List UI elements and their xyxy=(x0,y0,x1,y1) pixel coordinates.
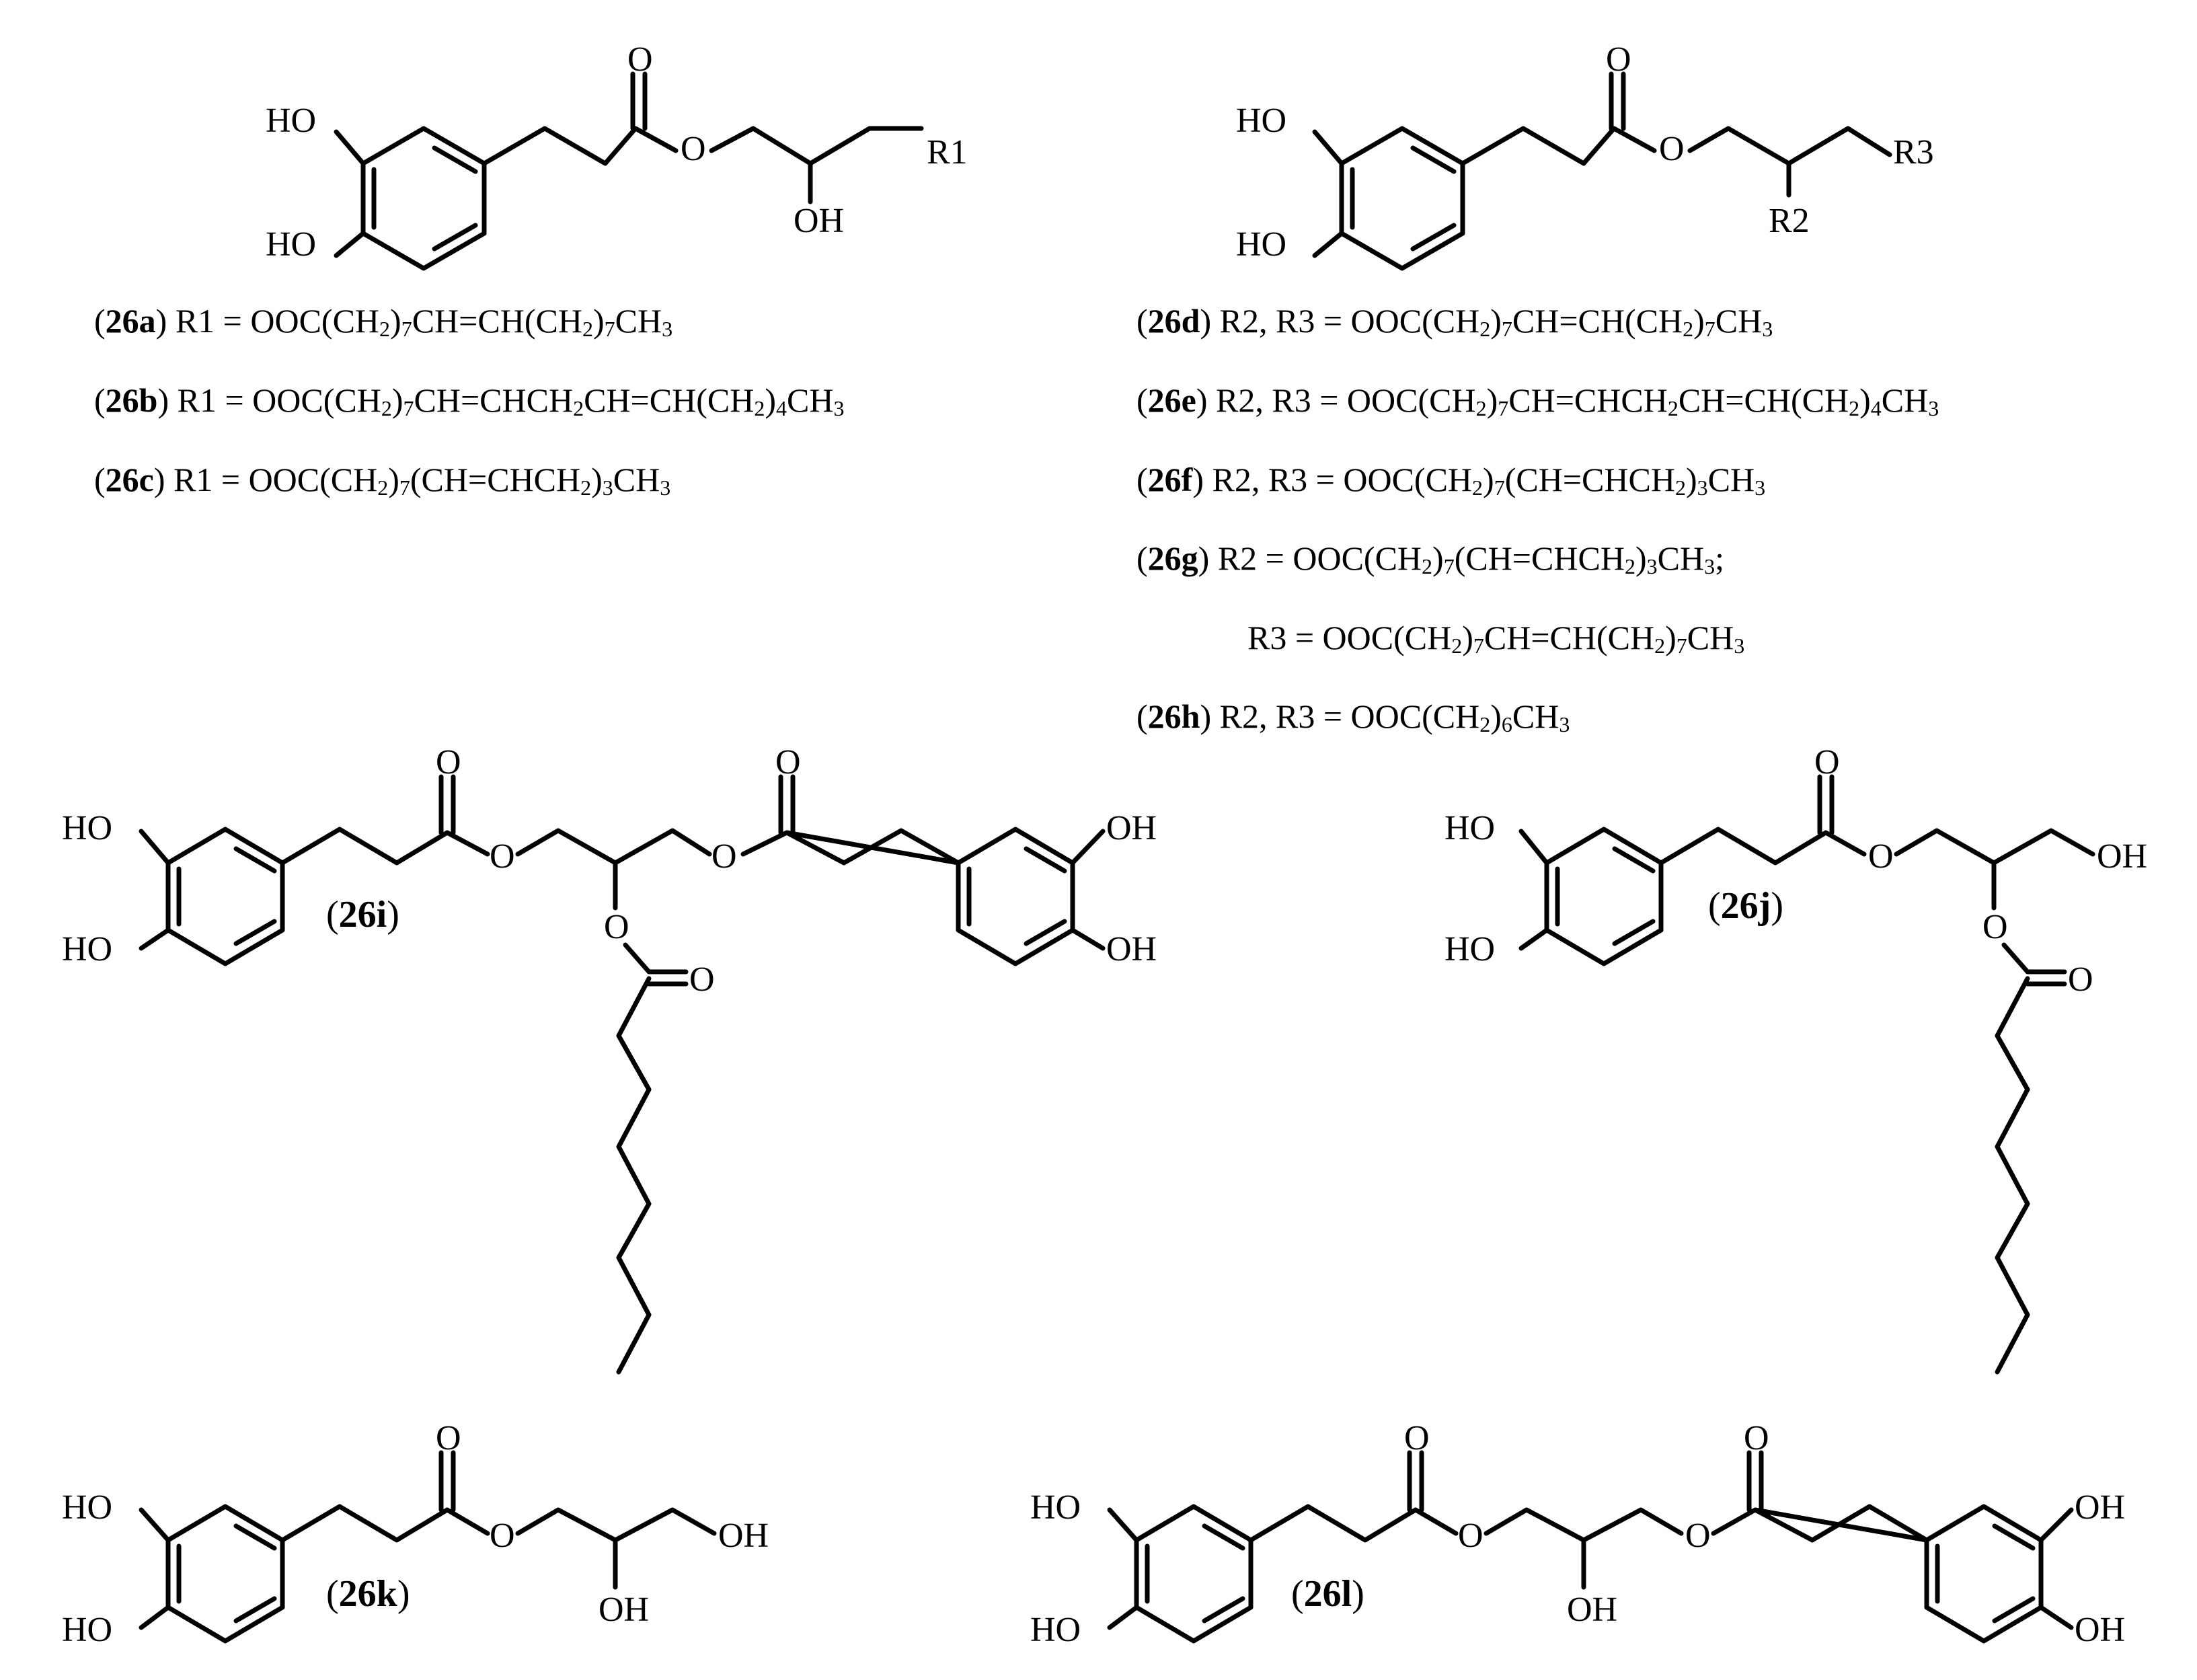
compound-label-open: ( xyxy=(326,1573,339,1615)
compound-label-open: ( xyxy=(1291,1573,1304,1615)
compound-label-close: ) xyxy=(387,894,399,936)
carbonyl-oxygen-label: O xyxy=(689,960,715,999)
ester-oxygen-label: O xyxy=(490,1517,515,1555)
hydroxyl-label: OH xyxy=(794,202,844,240)
hydroxyl-terminal-label: OH xyxy=(718,1517,769,1555)
ester-oxygen-label: O xyxy=(711,837,737,876)
hydroxyl-label: OH xyxy=(1567,1591,1617,1629)
hydroxyl-bottom-label: HO xyxy=(62,930,112,968)
legend-26g-r3: R3 = OOC(CH2)7CH=CH(CH2)7CH3 xyxy=(1247,619,1745,658)
hydroxyl-bottom-label: HO xyxy=(62,1611,112,1649)
legend-26g: (26g) R2 = OOC(CH2)7(CH=CHCH2)3CH3; xyxy=(1136,539,1724,578)
compound-label-26l: (26l) xyxy=(1291,1573,1364,1615)
structure-26d-h: HO HO O O R3 R2 xyxy=(1236,40,1934,271)
hydroxyl-right-top-label: OH xyxy=(1106,809,1157,847)
compound-label-close: ) xyxy=(1352,1573,1364,1615)
bond xyxy=(1107,1450,2074,1644)
carbonyl-oxygen-label: O xyxy=(436,743,461,781)
compound-id: 26g xyxy=(1147,539,1198,577)
compound-id: 26b xyxy=(105,381,158,419)
structure-26i: HO HO O O O O OH OH O O (26i) xyxy=(62,743,1157,1375)
compound-id: 26k xyxy=(339,1573,398,1615)
carbonyl-oxygen-label: O xyxy=(1606,40,1631,79)
hydroxyl-right-top-label: OH xyxy=(2075,1488,2125,1527)
legend-26b: (26b) R1 = OOC(CH2)7CH=CHCH2CH=CH(CH2)4C… xyxy=(94,381,845,420)
compound-label-open: ( xyxy=(326,894,339,936)
ester-oxygen-label: O xyxy=(1659,130,1685,168)
hydroxyl-right-bottom-label: OH xyxy=(1106,930,1157,968)
r2-label: R2 xyxy=(1769,202,1810,240)
ester-oxygen-label: O xyxy=(1868,837,1894,876)
compound-id: 26j xyxy=(1721,885,1771,927)
hydroxyl-bottom-label: HO xyxy=(1030,1611,1081,1649)
carbonyl-oxygen-label: O xyxy=(775,743,801,781)
compound-label-26k: (26k) xyxy=(326,1573,410,1615)
carbonyl-oxygen-label: O xyxy=(1744,1419,1769,1457)
ester-oxygen-label: O xyxy=(490,837,515,876)
ester-oxygen-label: O xyxy=(1458,1517,1483,1555)
bond xyxy=(139,1450,717,1644)
hydroxyl-bottom-label: HO xyxy=(1236,225,1286,264)
ester-oxygen-label: O xyxy=(604,908,629,946)
bond xyxy=(334,71,924,271)
ester-oxygen-label: O xyxy=(1982,908,2008,946)
legend-26d: (26d) R2, R3 = OOC(CH2)7CH=CH(CH2)7CH3 xyxy=(1136,302,1773,341)
compound-id: 26d xyxy=(1147,302,1200,340)
hydroxyl-top-label: HO xyxy=(1444,809,1495,847)
ester-oxygen-label: O xyxy=(681,130,706,168)
compound-id: 26e xyxy=(1147,381,1196,419)
compound-id: 26a xyxy=(105,302,156,340)
hydroxyl-bottom-label: HO xyxy=(266,225,316,264)
hydroxyl-label: OH xyxy=(2097,837,2147,876)
compound-label-26i: (26i) xyxy=(326,894,399,936)
legend-26e: (26e) R2, R3 = OOC(CH2)7CH=CHCH2CH=CH(CH… xyxy=(1136,381,1939,420)
hydroxyl-top-label: HO xyxy=(1236,102,1286,140)
compound-id: 26c xyxy=(105,461,154,498)
compound-id: 26i xyxy=(339,894,387,936)
structure-26j: HO HO O O OH O O (26j) xyxy=(1444,743,2147,1375)
bond xyxy=(1312,71,1892,271)
structure-26k: HO HO O O OH OH (26k) xyxy=(62,1419,769,1649)
legend-26h: (26h) R2, R3 = OOC(CH2)6CH3 xyxy=(1136,697,1570,736)
carbonyl-oxygen-label: O xyxy=(1814,743,1840,781)
r1-label: R1 xyxy=(927,133,968,171)
compound-label-close: ) xyxy=(397,1573,410,1615)
hydroxyl-top-label: HO xyxy=(62,809,112,847)
ester-oxygen-label: O xyxy=(1685,1517,1711,1555)
compound-label-open: ( xyxy=(1708,885,1721,927)
hydroxyl-label: OH xyxy=(599,1591,649,1629)
bond xyxy=(1518,774,2095,1375)
compound-id: 26h xyxy=(1147,697,1200,735)
legend-26a: (26a) R1 = OOC(CH2)7CH=CH(CH2)7CH3 xyxy=(94,302,673,341)
r3-label: R3 xyxy=(1893,133,1934,171)
carbonyl-oxygen-label: O xyxy=(436,1419,461,1457)
carbonyl-oxygen-label: O xyxy=(2068,960,2093,999)
hydroxyl-top-label: HO xyxy=(62,1488,112,1527)
structure-26a-c: HO HO O O OH R1 xyxy=(266,40,968,271)
hydroxyl-top-label: HO xyxy=(266,102,316,140)
compound-id: 26f xyxy=(1147,461,1193,498)
compound-label-26j: (26j) xyxy=(1708,885,1783,927)
hydroxyl-right-bottom-label: OH xyxy=(2075,1611,2125,1649)
legend-26c: (26c) R1 = OOC(CH2)7(CH=CHCH2)3CH3 xyxy=(94,461,671,500)
hydroxyl-top-label: HO xyxy=(1030,1488,1081,1527)
hydroxyl-bottom-label: HO xyxy=(1444,930,1495,968)
bond xyxy=(139,774,1106,1375)
compound-label-close: ) xyxy=(1771,885,1783,927)
carbonyl-oxygen-label: O xyxy=(627,40,653,79)
structure-26l: HO HO O O OH O O OH OH (26l) xyxy=(1030,1419,2125,1649)
compound-id: 26l xyxy=(1304,1573,1352,1615)
legend-26f: (26f) R2, R3 = OOC(CH2)7(CH=CHCH2)3CH3 xyxy=(1136,461,1766,500)
carbonyl-oxygen-label: O xyxy=(1404,1419,1430,1457)
